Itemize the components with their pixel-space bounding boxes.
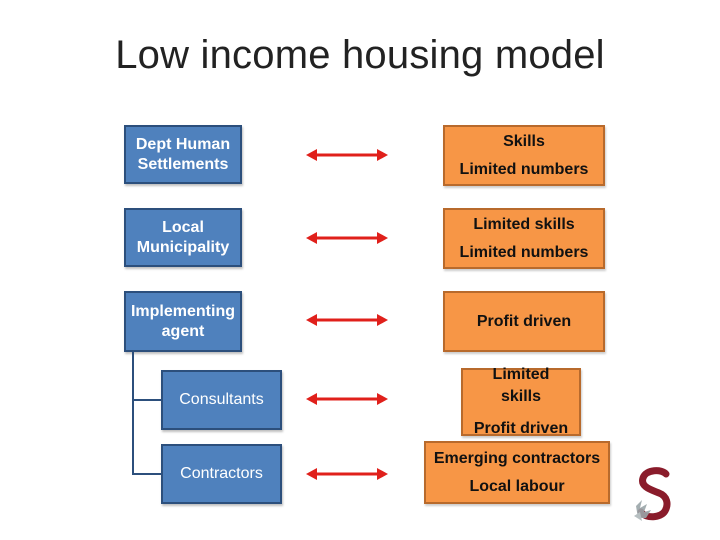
double-arrow-icon bbox=[306, 468, 388, 480]
box-limited-skills: Limited skills Limited numbers bbox=[443, 208, 605, 269]
box-profit-driven: Profit driven bbox=[443, 291, 605, 352]
connector-to-contractors bbox=[132, 473, 161, 475]
box-local-municipality: Local Municipality bbox=[124, 208, 242, 267]
double-arrow-icon bbox=[306, 232, 388, 244]
box-contractors-attributes: Emerging contractors Local labour bbox=[424, 441, 610, 504]
box-label: Implementing agent bbox=[130, 302, 235, 340]
box-line: Limited skills bbox=[473, 215, 575, 233]
connector-vertical bbox=[132, 352, 134, 475]
box-line: Emerging contractors bbox=[433, 449, 601, 467]
box-implementing-agent: Implementing agent bbox=[124, 291, 242, 352]
box-line: Profit driven bbox=[473, 420, 569, 437]
box-line: Limited bbox=[492, 366, 550, 383]
connector-to-consultants bbox=[132, 399, 161, 401]
double-arrow-icon bbox=[306, 314, 388, 326]
box-line: skills bbox=[500, 388, 542, 405]
box-line: Limited numbers bbox=[459, 243, 589, 261]
box-skills: Skills Limited numbers bbox=[443, 125, 605, 186]
box-contractors: Contractors bbox=[161, 444, 282, 504]
box-label: Local Municipality bbox=[136, 218, 230, 256]
box-label: Dept Human Settlements bbox=[135, 135, 231, 173]
box-line: Profit driven bbox=[476, 312, 572, 330]
box-consultants: Consultants bbox=[161, 370, 282, 430]
box-line: Local labour bbox=[469, 477, 565, 495]
university-logo-icon bbox=[632, 466, 678, 524]
box-dept-human-settlements: Dept Human Settlements bbox=[124, 125, 242, 184]
double-arrow-icon bbox=[306, 149, 388, 161]
box-line: Limited numbers bbox=[459, 160, 589, 178]
box-line: Skills bbox=[503, 132, 545, 150]
box-consultants-attributes: Limited skills Profit driven bbox=[461, 366, 581, 437]
box-label: Contractors bbox=[180, 465, 263, 482]
double-arrow-icon bbox=[306, 393, 388, 405]
slide-title: Low income housing model bbox=[115, 33, 605, 77]
box-label: Consultants bbox=[179, 391, 264, 408]
